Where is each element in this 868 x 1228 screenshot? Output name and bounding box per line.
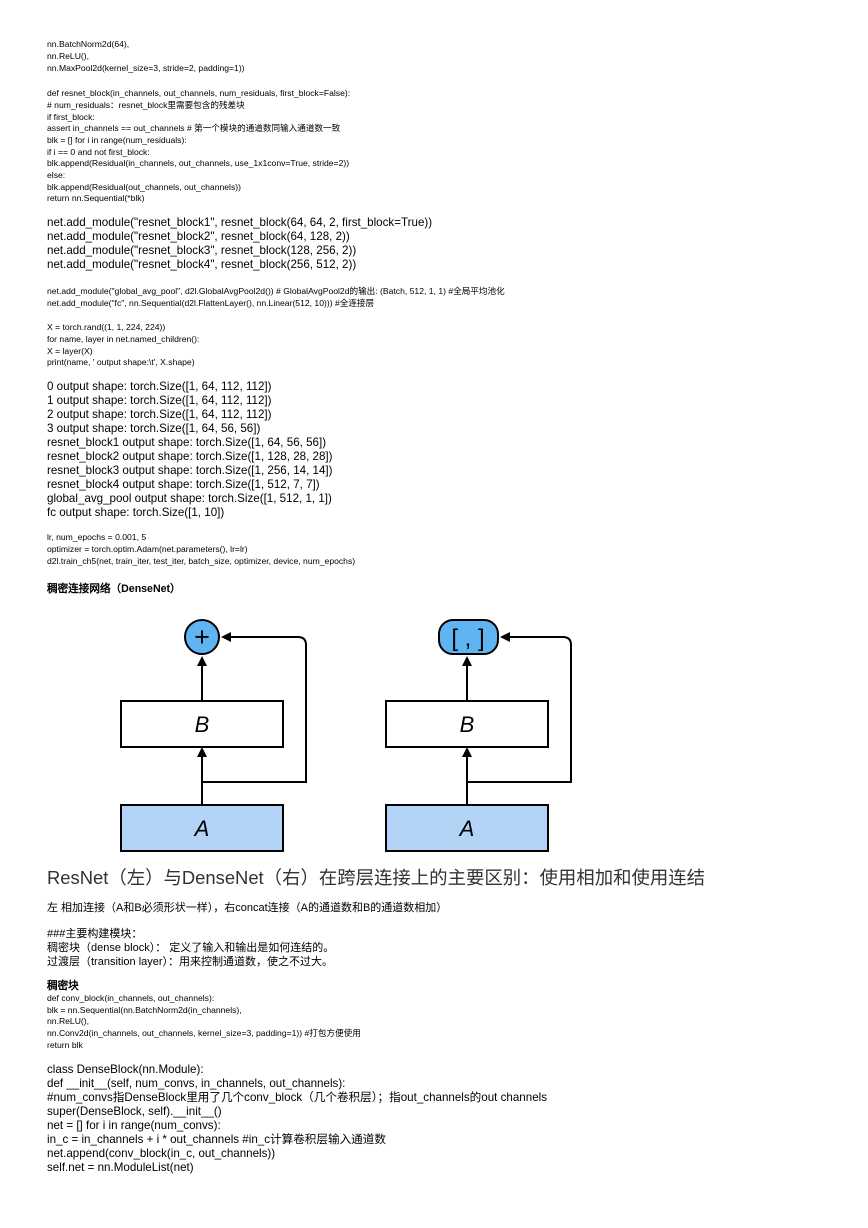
code-line: for name, layer in net.named_children(): xyxy=(47,334,200,344)
code-line: class DenseBlock(nn.Module): xyxy=(47,1063,204,1076)
code-line: def resnet_block(in_channels, out_channe… xyxy=(47,88,351,98)
code-line: def __init__(self, num_convs, in_channel… xyxy=(47,1077,346,1090)
code-line: blk.append(Residual(out_channels, out_ch… xyxy=(47,182,241,192)
text-line: 稠密块（dense block）： 定义了输入和输出是如何连结的。 xyxy=(47,942,335,954)
figure-caption: ResNet（左）与DenseNet（右）在跨层连接上的主要区别：使用相加和使用… xyxy=(47,867,706,888)
code-line: super(DenseBlock, self).__init__() xyxy=(47,1105,222,1118)
section-heading: 稠密连接网络（DenseNet） xyxy=(47,583,181,595)
code-line: net.add_module("resnet_block3", resnet_b… xyxy=(47,244,357,257)
output-line: 3 output shape: torch.Size([1, 64, 56, 5… xyxy=(47,422,261,435)
output-line: 0 output shape: torch.Size([1, 64, 112, … xyxy=(47,380,272,393)
code-line: nn.Conv2d(in_channels, out_channels, ker… xyxy=(47,1028,361,1038)
paragraph: 左 相加连接（A和B必须形状一样），右concat连接（A的通道数和B的通道数相… xyxy=(47,902,448,914)
right-skip-arrow xyxy=(467,632,572,783)
code-line: if i == 0 and not first_block: xyxy=(47,147,150,157)
right-label-a: A xyxy=(458,816,475,841)
output-line: resnet_block3 output shape: torch.Size([… xyxy=(47,464,333,477)
output-line: resnet_block4 output shape: torch.Size([… xyxy=(47,478,320,491)
output-line: 1 output shape: torch.Size([1, 64, 112, … xyxy=(47,394,272,407)
code-line: if first_block: xyxy=(47,112,95,122)
code-line: X = layer(X) xyxy=(47,346,93,356)
code-line: nn.MaxPool2d(kernel_size=3, stride=2, pa… xyxy=(47,63,245,73)
output-line: 2 output shape: torch.Size([1, 64, 112, … xyxy=(47,408,272,421)
code-line: nn.ReLU(), xyxy=(47,1016,90,1026)
left-add-node xyxy=(184,619,220,655)
code-line: optimizer = torch.optim.Adam(net.paramet… xyxy=(47,544,248,554)
right-box-a xyxy=(385,804,549,852)
section-heading: 稠密块 xyxy=(47,980,79,992)
code-line: self.net = nn.ModuleList(net) xyxy=(47,1161,194,1174)
code-line: X = torch.rand((1, 1, 224, 224)) xyxy=(47,322,166,332)
code-line: in_c = in_channels + i * out_channels #i… xyxy=(47,1133,386,1146)
right-op-symbol: [ , ] xyxy=(451,625,484,652)
code-line: net.add_module("fc", nn.Sequential(d2l.F… xyxy=(47,298,375,308)
code-line: assert in_channels == out_channels # 第一个… xyxy=(47,123,341,133)
code-line: net.add_module("resnet_block4", resnet_b… xyxy=(47,258,357,271)
left-label-a: A xyxy=(193,816,210,841)
code-line: return nn.Sequential(*blk) xyxy=(47,193,145,203)
output-line: fc output shape: torch.Size([1, 10]) xyxy=(47,506,225,519)
text-line: 过渡层（transition layer）：用来控制通道数，使之不过大。 xyxy=(47,956,334,968)
left-box-b xyxy=(120,700,284,748)
output-line: resnet_block2 output shape: torch.Size([… xyxy=(47,450,333,463)
code-line: blk = [] for i in range(num_residuals): xyxy=(47,135,187,145)
code-line: def conv_block(in_channels, out_channels… xyxy=(47,993,215,1003)
output-line: resnet_block1 output shape: torch.Size([… xyxy=(47,436,327,449)
code-line: # num_residuals：resnet_block里需要包含的残差块 xyxy=(47,100,245,110)
left-skip-arrow xyxy=(202,632,307,783)
code-line: blk.append(Residual(in_channels, out_cha… xyxy=(47,158,350,168)
left-label-b: B xyxy=(195,712,210,737)
code-line: net.add_module("resnet_block1", resnet_b… xyxy=(47,216,433,229)
code-line: print(name, ' output shape:\t', X.shape) xyxy=(47,357,195,367)
code-line: nn.ReLU(), xyxy=(47,51,90,61)
code-line: net.add_module("global_avg_pool", d2l.Gl… xyxy=(47,286,505,296)
left-op-symbol: + xyxy=(194,622,210,652)
code-line: d2l.train_ch5(net, train_iter, test_iter… xyxy=(47,556,356,566)
code-line: return blk xyxy=(47,1040,83,1050)
text-line: ###主要构建模块： xyxy=(47,928,143,940)
densenet-diagram xyxy=(385,619,572,852)
right-concat-node xyxy=(438,619,499,655)
output-line: global_avg_pool output shape: torch.Size… xyxy=(47,492,332,505)
code-line: else: xyxy=(47,170,66,180)
resnet-diagram xyxy=(120,619,307,852)
right-label-b: B xyxy=(460,712,475,737)
code-line: net = [] for i in range(num_convs): xyxy=(47,1119,221,1132)
code-line: lr, num_epochs = 0.001, 5 xyxy=(47,532,147,542)
code-line: net.append(conv_block(in_c, out_channels… xyxy=(47,1147,276,1160)
left-box-a xyxy=(120,804,284,852)
code-line: blk = nn.Sequential(nn.BatchNorm2d(in_ch… xyxy=(47,1005,242,1015)
code-line: nn.BatchNorm2d(64), xyxy=(47,39,130,49)
code-line: net.add_module("resnet_block2", resnet_b… xyxy=(47,230,350,243)
code-line: #num_convs指DenseBlock里用了几个conv_block（几个卷… xyxy=(47,1091,548,1104)
